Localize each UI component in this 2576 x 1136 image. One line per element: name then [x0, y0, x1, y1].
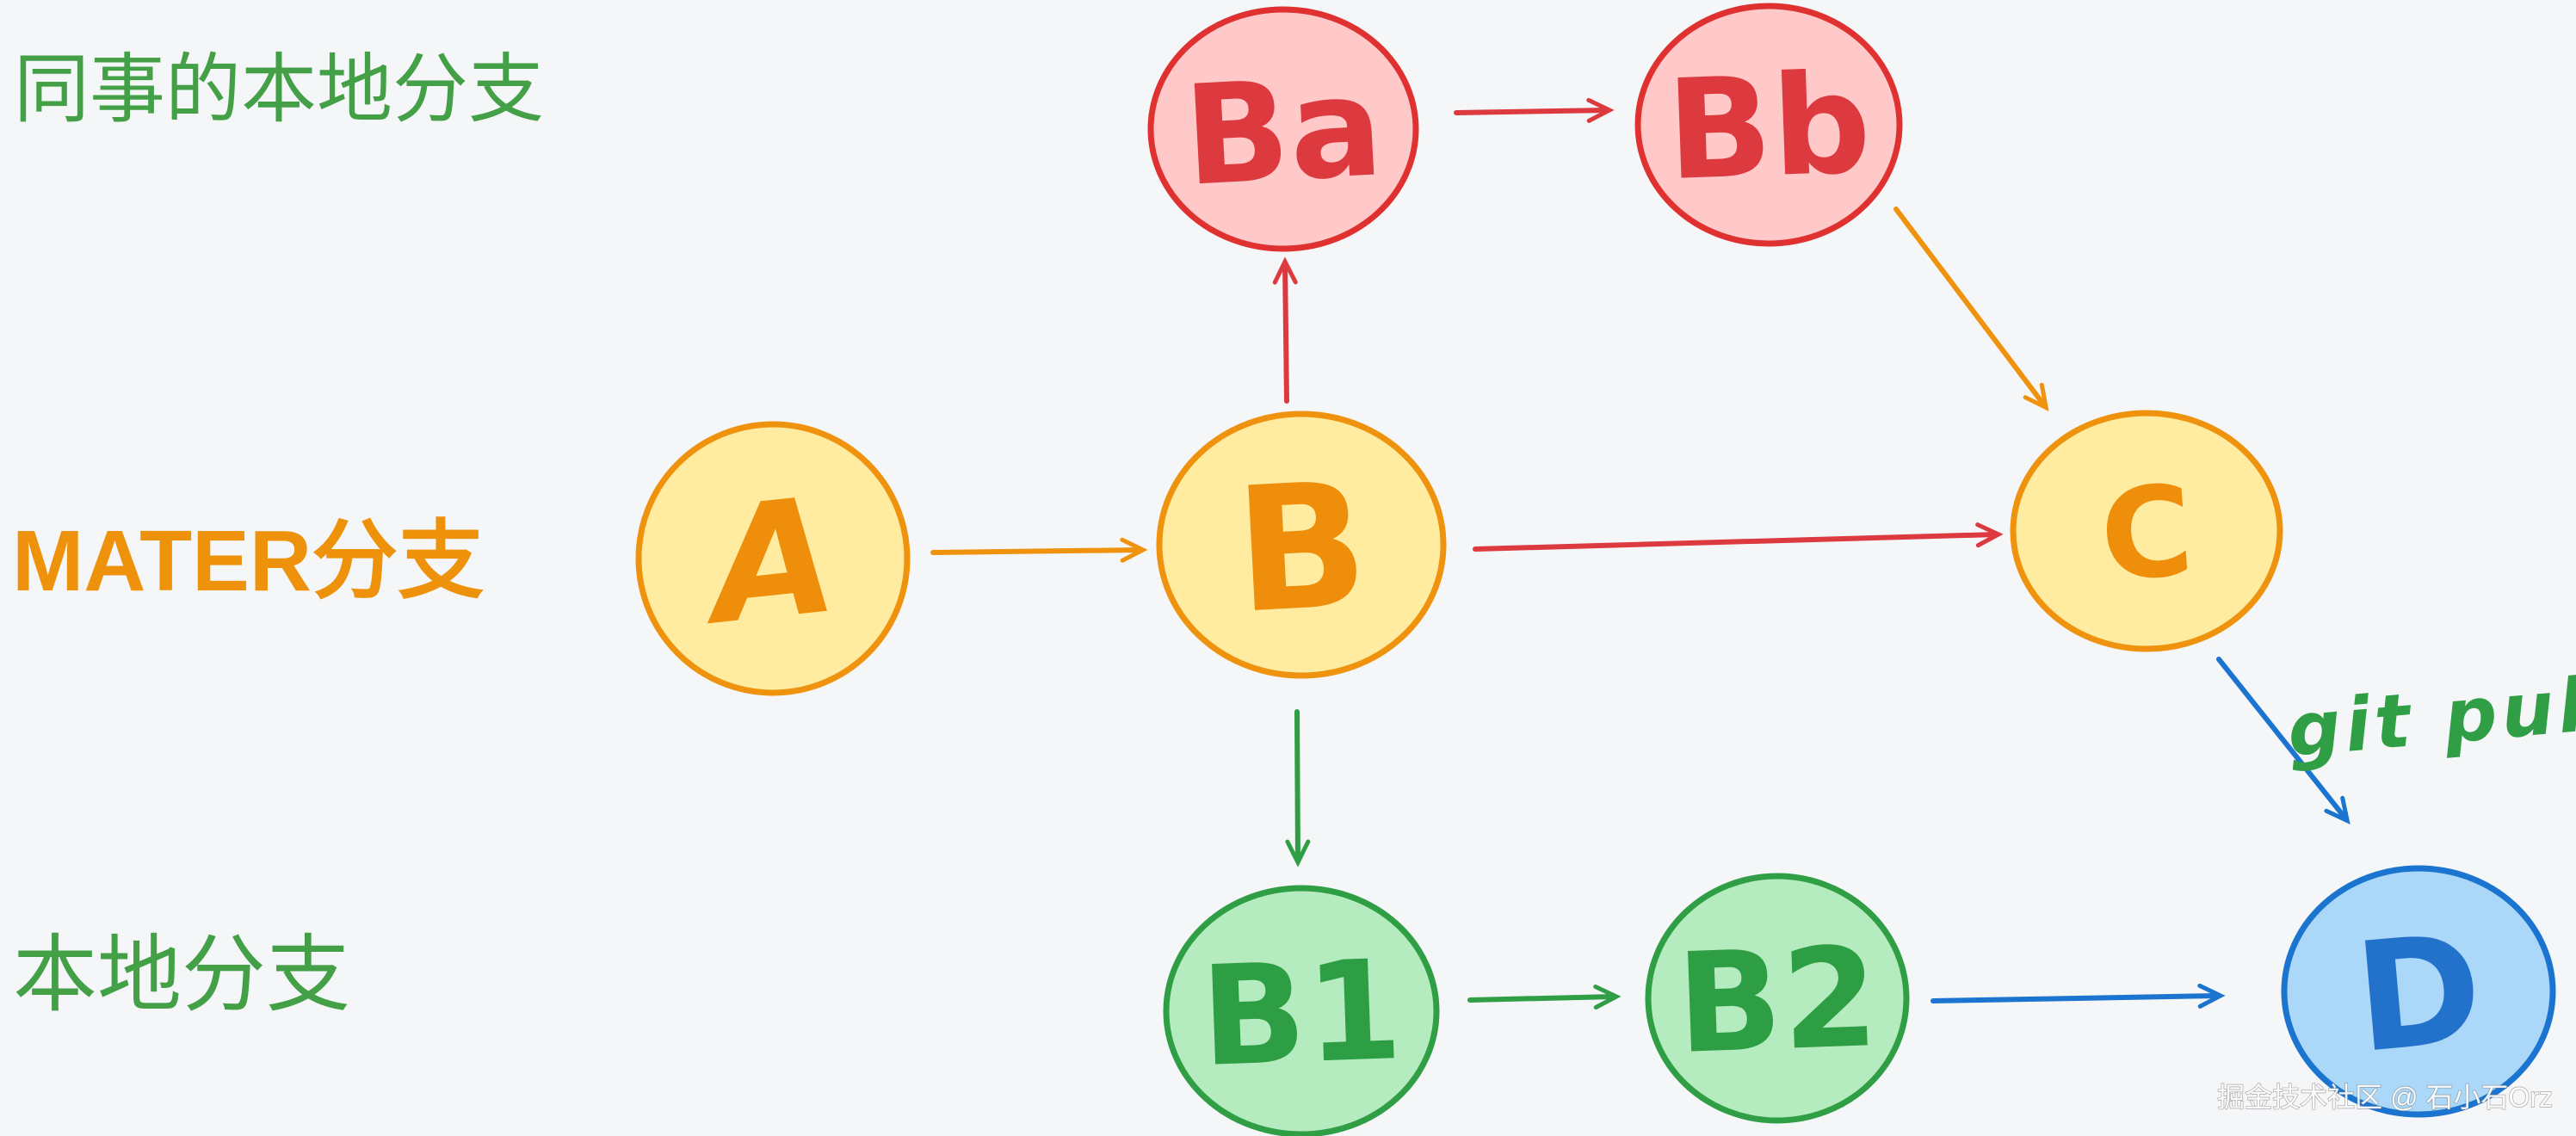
node-b2-label: B2 — [1674, 917, 1881, 1084]
node-c-circle — [2010, 410, 2283, 652]
node-d-circle — [2281, 865, 2556, 1118]
node-bb-circle — [1634, 3, 1903, 247]
watermark-text: 掘金技术社区 @ 石小石Orz — [2217, 1082, 2553, 1113]
node-ba-circle — [1147, 6, 1419, 252]
node-b2: B2 — [1645, 873, 1910, 1124]
row-label-colleague-local-branch: 同事的本地分支 — [14, 46, 544, 132]
node-b-circle — [1156, 411, 1447, 679]
node-a-circle — [635, 421, 911, 696]
edge-ba-to-bb-arrow — [1454, 97, 1615, 123]
edge-b-to-c-arrow — [1473, 522, 2004, 552]
node-b1-circle — [1163, 885, 1440, 1136]
node-b2-circle — [1645, 873, 1910, 1124]
edge-b1-to-b2-arrow — [1467, 985, 1622, 1010]
edge-bb-to-c-arrow — [1893, 207, 2049, 412]
node-c-label: C — [2096, 458, 2197, 609]
node-d-label: D — [2349, 902, 2488, 1087]
node-bb-label: Bb — [1665, 43, 1874, 211]
edge-b-to-ba-arrow — [1272, 256, 1298, 404]
node-ba: Ba — [1147, 6, 1419, 252]
edge-a-to-b-arrow — [930, 537, 1148, 563]
node-b-label: B — [1231, 445, 1372, 652]
edge-b2-to-d-arrow — [1930, 983, 2226, 1009]
edge-b-to-b1-arrow — [1285, 709, 1311, 867]
node-ba-label: Ba — [1180, 46, 1386, 217]
node-b: B — [1156, 411, 1447, 679]
edge-c-to-d-arrow — [2216, 657, 2351, 824]
node-d: D — [2281, 865, 2556, 1118]
git-pull-annotation: git pull — [2284, 660, 2576, 775]
node-c: C — [2010, 410, 2283, 652]
row-label-master-branch: MATER分支 — [12, 513, 484, 609]
row-label-local-branch: 本地分支 — [13, 927, 350, 1022]
node-bb: Bb — [1634, 3, 1903, 247]
node-b1-label: B1 — [1198, 929, 1405, 1097]
node-a: A — [635, 421, 911, 696]
node-b1: B1 — [1163, 885, 1440, 1136]
